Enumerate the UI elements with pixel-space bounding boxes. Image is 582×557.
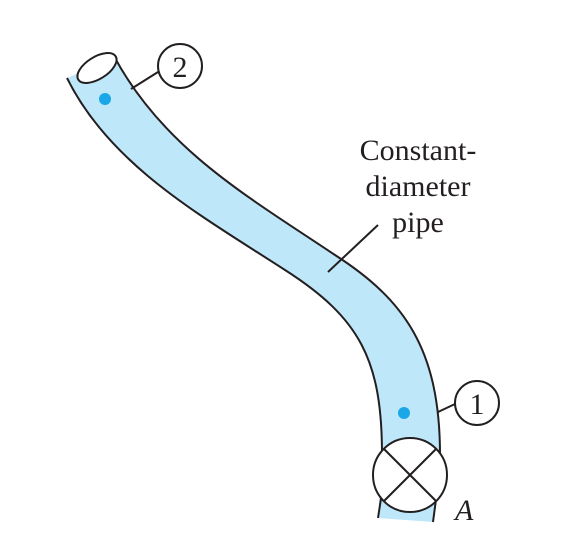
callout-1-label: 1	[470, 388, 485, 421]
valve-icon	[372, 437, 448, 513]
pipe-body	[67, 58, 440, 522]
point-1-marker	[398, 407, 410, 419]
valve-label: A	[453, 494, 474, 527]
point-2-marker	[99, 93, 111, 105]
pipe-label-line-2: diameter	[366, 170, 471, 203]
pipe-label-line-3: pipe	[392, 206, 444, 239]
callout-2-circle	[157, 43, 203, 89]
pipe-open-end	[76, 52, 118, 84]
callout-2-label: 2	[173, 51, 188, 84]
pipe-wall-left	[66, 77, 383, 456]
callout-1-circle	[454, 380, 500, 426]
pipe-label-leader	[327, 224, 379, 273]
callout-1-leader	[437, 403, 456, 413]
pipe-wall-right	[114, 57, 441, 456]
callout-2-leader	[130, 71, 159, 90]
pipe-label-line-1: Constant-	[360, 134, 477, 167]
